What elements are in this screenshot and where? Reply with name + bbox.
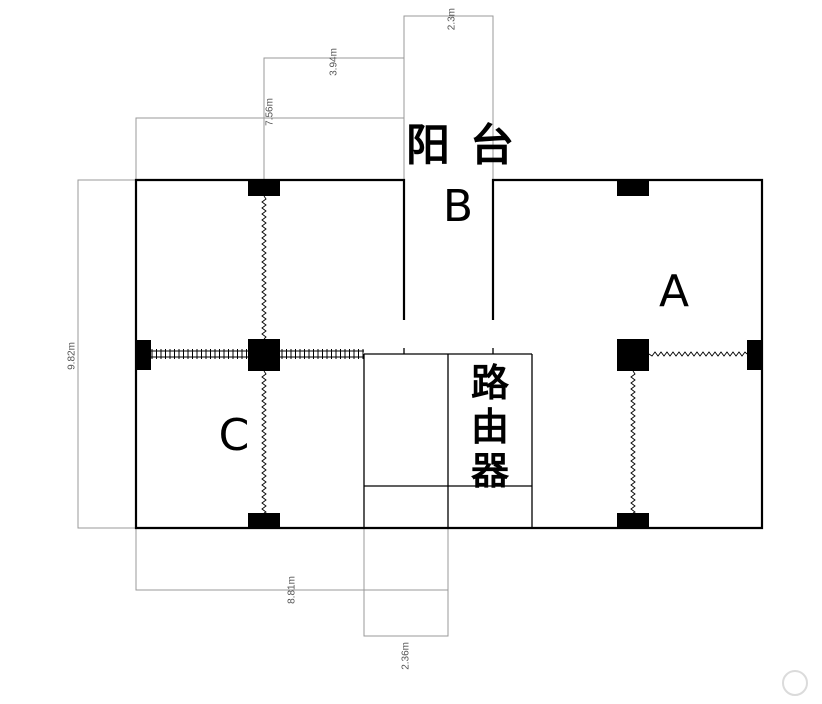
dimension-labels: 2.3m 3.94m 7.56m 9.82m 8.81m 2.36m [67, 8, 458, 670]
zigzag-wall-c-upper [261, 195, 267, 340]
room-label-a: A [659, 266, 689, 317]
columns [136, 181, 762, 528]
column-top-right [617, 181, 649, 196]
column-mid-left-edge [136, 340, 151, 370]
room-label-b: B [443, 181, 473, 232]
column-top-left [248, 181, 280, 196]
balcony-label-char-2: 台 [470, 120, 514, 171]
dim-label-7-56: 7.56m [265, 98, 276, 126]
dim-label-9-82: 9.82m [67, 342, 78, 370]
dim-label-2-36: 2.36m [401, 642, 412, 670]
router-label-char-1: 路 [471, 361, 510, 405]
hatch-ticks [151, 349, 364, 359]
room-label-c: C [219, 410, 250, 461]
column-mid-center-right [617, 339, 649, 371]
zigzag-wall-a-right [648, 351, 748, 357]
zigzag-wall-c-lower [261, 370, 267, 514]
dim-label-2-3: 2.3m [447, 8, 458, 30]
zigzag-wall-a-lower [630, 370, 636, 514]
outer-walls [134, 178, 764, 530]
router-label-char-3: 器 [471, 449, 510, 493]
dim-label-3-94: 3.94m [329, 48, 340, 76]
router-label-char-2: 由 [471, 405, 509, 449]
interior-walls [363, 348, 533, 528]
dimension-lines [77, 15, 494, 637]
dim-label-8-81: 8.81m [287, 576, 298, 604]
watermark-circle-icon [782, 670, 808, 696]
column-mid-center-left [248, 339, 280, 371]
balcony-label-char-1: 阳 [406, 120, 450, 171]
zigzag-walls [261, 195, 748, 514]
watermark-logo [782, 670, 808, 696]
column-bottom-left [248, 513, 280, 528]
column-bottom-right [617, 513, 649, 528]
column-mid-right-edge [747, 340, 762, 370]
